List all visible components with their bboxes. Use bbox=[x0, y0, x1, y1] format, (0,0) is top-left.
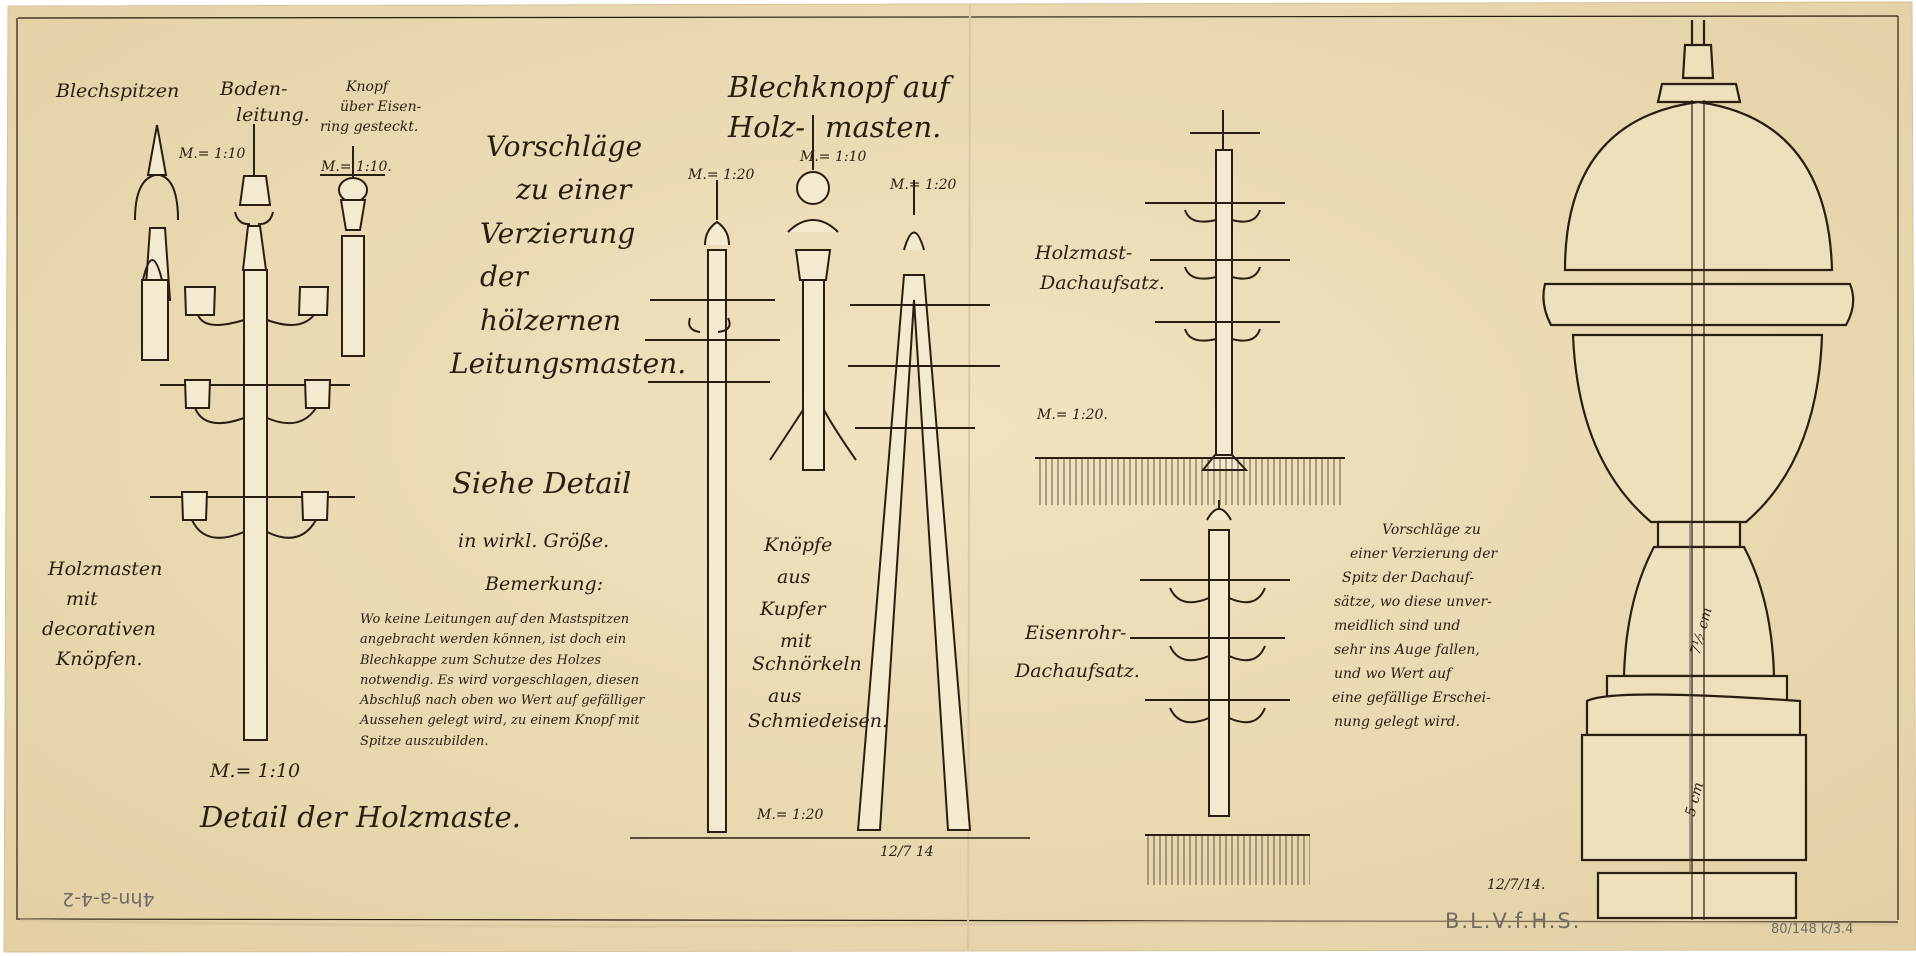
label-scale-right: M.= 1:20. bbox=[1037, 407, 1108, 423]
archive-reference: 80/148 k/3.4 bbox=[1771, 922, 1854, 937]
pencil-note-upside-down: 4hn-a-4-2 bbox=[62, 887, 155, 910]
label-scale-middle-b: M.= 1:10 bbox=[800, 149, 867, 165]
paper-background bbox=[3, 1, 1916, 953]
label-bodenleitung-2: leitung. bbox=[236, 104, 310, 126]
label-blechknopf-3: masten. bbox=[825, 110, 942, 144]
proposal-line-4: sätze, wo diese unver- bbox=[1334, 594, 1492, 610]
roof-finial-masts-drawing bbox=[1035, 110, 1345, 885]
label-holzmasten-2: mit bbox=[66, 588, 98, 610]
archive-stamp: B.L.V.f.H.S. bbox=[1445, 909, 1582, 933]
detail-ref-line-1: Siehe Detail bbox=[452, 466, 632, 500]
label-holzmasten-3: decorativen bbox=[42, 618, 156, 640]
label-blechknopf-1: Blechknopf auf bbox=[728, 70, 950, 104]
label-knoepfe-4: mit bbox=[780, 630, 812, 652]
label-knopf-2: über Eisen- bbox=[340, 99, 422, 115]
label-holzmasten-1: Holzmasten bbox=[48, 558, 163, 580]
main-title: Vorschläge zu einer Verzierung der hölze… bbox=[450, 125, 686, 385]
proposal-line-2: einer Verzierung der bbox=[1350, 546, 1498, 562]
note-heading: Bemerkung: bbox=[485, 573, 604, 595]
title-line-6: Leitungsmasten. bbox=[450, 346, 687, 380]
title-line-2: zu einer bbox=[516, 173, 632, 207]
label-blechknopf-2: Holz- bbox=[728, 110, 806, 144]
label-knoepfe-1: Knöpfe bbox=[764, 534, 833, 556]
detail-wood-mast-drawing bbox=[134, 124, 385, 741]
title-line-4: der bbox=[480, 260, 528, 294]
label-eisenrohr-2: Dachaufsatz. bbox=[1015, 660, 1140, 682]
note-body: Wo keine Leitungen auf den Mastspitzen a… bbox=[360, 612, 645, 749]
detail-ref-line-2: in wirkl. Größe. bbox=[458, 530, 610, 552]
label-detail-holzmaste: Detail der Holzmaste. bbox=[200, 800, 521, 834]
proposal-line-9: nung gelegt wird. bbox=[1334, 714, 1461, 730]
label-scale-left-bottom: M.= 1:10 bbox=[210, 760, 301, 782]
title-line-3: Verzierung bbox=[480, 216, 636, 250]
finial-detail-drawing bbox=[1542, 20, 1855, 920]
label-blechspitzen: Blechspitzen bbox=[56, 80, 180, 102]
label-scale-middle-c: M.= 1:20 bbox=[890, 177, 957, 193]
middle-masts-drawing bbox=[630, 115, 1030, 839]
label-knoepfe-5: Schnörkeln bbox=[752, 653, 862, 675]
label-holzmast-1: Holzmast- bbox=[1035, 242, 1133, 264]
label-scale-left-1: M.= 1:10 bbox=[179, 146, 246, 162]
proposal-line-1: Vorschläge zu bbox=[1382, 522, 1481, 538]
label-knopf-3: ring gesteckt. bbox=[320, 119, 419, 135]
proposal-line-6: sehr ins Auge fallen, bbox=[1334, 642, 1480, 658]
title-line-1: Vorschläge bbox=[486, 130, 643, 163]
proposal-line-8: eine gefällige Erschei- bbox=[1332, 690, 1491, 706]
label-knoepfe-3: Kupfer bbox=[760, 598, 826, 620]
label-scale-middle-bottom: M.= 1:20 bbox=[757, 807, 824, 823]
proposal-line-7: und wo Wert auf bbox=[1334, 666, 1452, 682]
label-date-middle: 12/7 14 bbox=[880, 844, 934, 860]
label-holzmast-2: Dachaufsatz. bbox=[1040, 272, 1165, 294]
proposal-line-5: meidlich sind und bbox=[1334, 618, 1461, 634]
label-holzmasten-4: Knöpfen. bbox=[56, 648, 143, 670]
title-line-5: hölzernen bbox=[480, 303, 622, 337]
label-eisenrohr-1: Eisenrohr- bbox=[1025, 622, 1127, 644]
label-knoepfe-7: Schmiedeisen. bbox=[748, 710, 888, 732]
proposal-text: Vorschläge zu einer Verzierung der Spitz… bbox=[1330, 518, 1497, 734]
proposal-line-3: Spitz der Dachauf- bbox=[1342, 570, 1475, 586]
label-scale-left-2: M.= 1:10. bbox=[321, 159, 392, 175]
label-scale-middle-a: M.= 1:20 bbox=[688, 167, 755, 183]
label-knoepfe-2: aus bbox=[777, 566, 811, 588]
label-date-right: 12/7/14. bbox=[1487, 877, 1546, 893]
label-bodenleitung-1: Boden- bbox=[220, 78, 288, 100]
label-knoepfe-6: aus bbox=[768, 685, 802, 707]
label-knopf-1: Knopf bbox=[346, 79, 389, 95]
